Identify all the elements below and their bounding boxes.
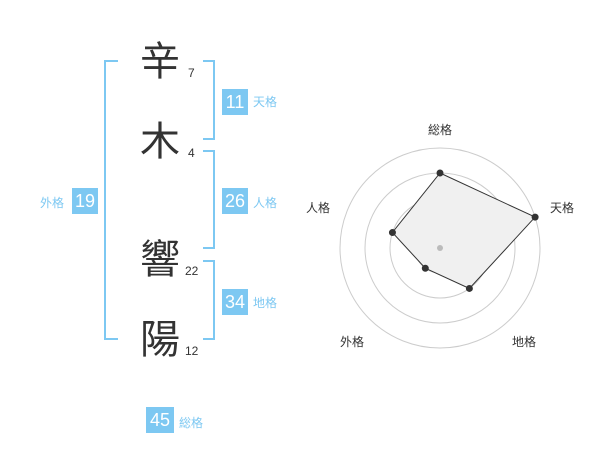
tenkaku-score: 11 bbox=[222, 89, 248, 115]
soukaku-label: 総格 bbox=[179, 416, 204, 430]
radar-area bbox=[391, 172, 536, 290]
stroke-count-4: 12 bbox=[185, 344, 199, 358]
name-char-1: 辛 bbox=[140, 39, 180, 85]
radar-ring bbox=[339, 147, 541, 349]
jinkaku-score: 26 bbox=[222, 188, 248, 214]
jinkaku-label: 人格 bbox=[253, 196, 278, 210]
gaikaku-score: 19 bbox=[72, 188, 98, 214]
jinkaku-bracket bbox=[203, 150, 215, 249]
tenkaku-label: 天格 bbox=[253, 95, 278, 109]
axis-label-tenkaku: 天格 bbox=[550, 200, 574, 215]
axis-label-soukaku: 総格 bbox=[428, 122, 452, 137]
chikaku-score: 34 bbox=[222, 289, 248, 315]
stroke-count-2: 4 bbox=[188, 146, 195, 160]
axis-label-gaikaku: 外格 bbox=[340, 334, 364, 349]
stroke-count-3: 22 bbox=[185, 264, 199, 278]
name-char-2: 木 bbox=[140, 119, 180, 165]
radar-point bbox=[436, 169, 444, 177]
stroke-count-1: 7 bbox=[188, 66, 195, 80]
radar-point bbox=[465, 284, 473, 292]
radar-point bbox=[421, 264, 429, 272]
name-char-3: 響 bbox=[140, 237, 180, 283]
gaikaku-label: 外格 bbox=[40, 196, 65, 210]
radar-center bbox=[437, 245, 443, 251]
tenkaku-bracket bbox=[203, 60, 215, 140]
axis-label-chikaku: 地格 bbox=[512, 334, 536, 349]
name-char-4: 陽 bbox=[140, 317, 180, 363]
radar-chart: 総格 天格 地格 外格 人格 bbox=[306, 122, 574, 349]
radar-point bbox=[388, 229, 396, 237]
radar-point bbox=[531, 213, 539, 221]
gaikaku-bracket bbox=[104, 60, 118, 340]
chikaku-bracket bbox=[203, 260, 215, 340]
soukaku-score: 45 bbox=[146, 407, 174, 433]
radar-points bbox=[388, 169, 539, 292]
chikaku-label: 地格 bbox=[253, 296, 278, 310]
axis-label-jinkaku: 人格 bbox=[306, 200, 330, 215]
